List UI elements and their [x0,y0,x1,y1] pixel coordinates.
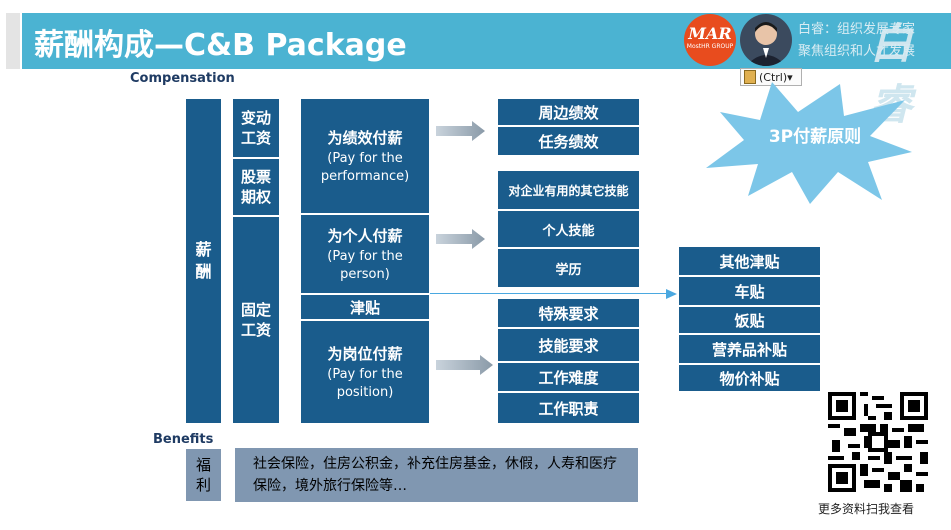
logo-text: MAR [688,24,732,43]
qr-caption: 更多资料扫我查看 [818,502,915,516]
starburst-shape [706,82,912,204]
allowance-item: 车贴 [678,276,821,306]
paste-options-button[interactable]: (Ctrl)▾ [740,68,802,86]
allowance-item: 其他津贴 [678,246,821,276]
page-title: 薪酬构成—C&B Package [34,28,407,63]
benefits-box: 福 利 [185,448,222,502]
benefits-label: Benefits [153,432,214,447]
arrow-right-icon [436,229,485,249]
watermark-line1: 白睿：组织发展专家 [798,22,916,37]
allowance-connector-line [430,293,670,294]
company-logo: MAR MostHR GROUP [684,14,736,66]
qr-code-icon[interactable] [828,392,928,492]
benefits-detail-box: 社会保险，住房公积金，补充住房基金，休假，人寿和医疗保险，境外旅行保险等… [235,448,638,502]
paste-options-label: (Ctrl)▾ [759,70,793,84]
pay-for-position-box: 为岗位付薪 (Pay for the position) [300,320,430,424]
arrow-right-icon [436,121,485,141]
stock-options-box: 股票 期权 [232,158,280,216]
pay-for-person-box: 为个人付薪 (Pay for the person) [300,214,430,294]
pay-for-performance-box: 为绩效付薪 (Pay for the performance) [300,98,430,214]
clipboard-icon [744,70,756,84]
factor-box: 学历 [497,248,640,288]
factor-box: 特殊要求 [497,298,640,328]
pay-for-performance-title: 为绩效付薪 [327,128,403,147]
fixed-pay-box: 固定 工资 [232,216,280,424]
watermark-line2: 聚焦组织和人才发展 [798,44,916,59]
title-band [22,13,951,69]
burst-label: 3P付薪原则 [768,127,862,147]
pay-for-position-en: (Pay for the position) [327,366,403,400]
avatar [740,14,792,66]
pay-for-performance-en: (Pay for the performance) [320,150,410,184]
pay-for-person-title: 为个人付薪 [327,226,403,245]
factor-box: 周边绩效 [497,98,640,126]
factor-box: 工作职责 [497,392,640,424]
allowance-item: 饭贴 [678,306,821,334]
allowance-item: 营养品补贴 [678,334,821,364]
factor-box: 任务绩效 [497,126,640,156]
allowance-box: 津贴 [300,294,430,320]
factor-box: 技能要求 [497,328,640,362]
allowance-item: 物价补贴 [678,364,821,392]
factor-box: 个人技能 [497,210,640,248]
compensation-label: Compensation [130,71,235,86]
connector-arrowhead-icon [666,289,677,299]
compensation-root-box: 薪 酬 [185,98,222,424]
factor-box: 工作难度 [497,362,640,392]
logo-subtext: MostHR GROUP [686,43,734,50]
variable-pay-box: 变动 工资 [232,98,280,158]
pay-for-person-en: (Pay for the person) [327,248,403,282]
pay-for-position-title: 为岗位付薪 [327,344,403,363]
factor-box: 对企业有用的其它技能 [497,170,640,210]
title-stripe [6,13,20,69]
arrow-right-icon [436,355,493,375]
